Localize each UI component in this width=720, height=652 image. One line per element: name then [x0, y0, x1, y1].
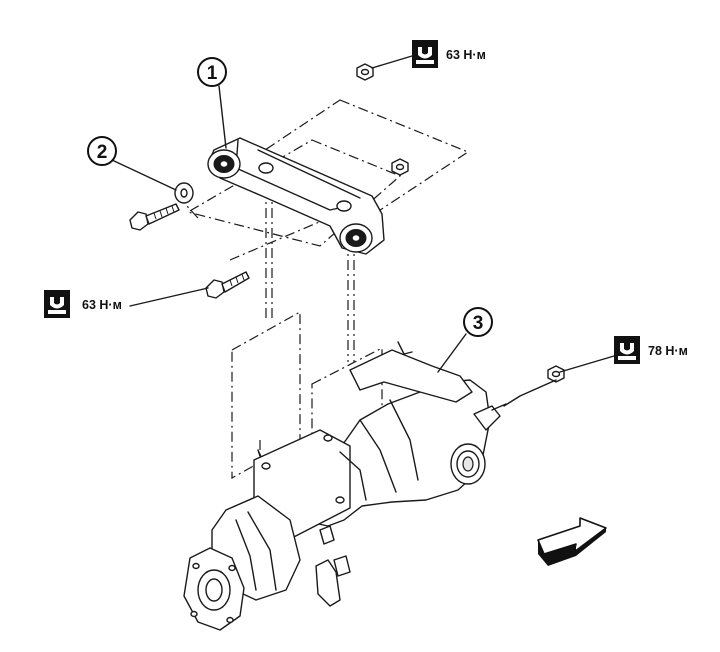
bolt-center — [205, 271, 250, 299]
nut-top-left — [356, 63, 374, 81]
callout-1: 1 — [197, 57, 227, 87]
torque-value-right: 78 Н·м — [648, 344, 688, 358]
torque-wrench-icon — [412, 40, 438, 68]
leader-lines — [111, 55, 615, 407]
torque-spec-right: 78 Н·м — [614, 336, 688, 364]
torque-value-left: 63 Н·м — [82, 298, 122, 312]
torque-spec-left: 63 Н·м — [44, 290, 122, 318]
washer-part-2 — [174, 182, 194, 204]
nut-right — [547, 365, 565, 383]
torque-wrench-icon — [44, 290, 70, 318]
torque-spec-top: 63 Н·м — [412, 40, 486, 68]
callout-1-label: 1 — [207, 63, 218, 84]
front-direction-arrow-icon — [537, 517, 607, 566]
callout-3: 3 — [463, 307, 493, 337]
differential-carrier-part-3 — [183, 341, 507, 631]
bolt-left — [129, 203, 180, 231]
mounting-member-part-1 — [207, 137, 385, 255]
callout-2-label: 2 — [97, 142, 108, 163]
callout-3-label: 3 — [473, 313, 484, 334]
torque-value-top: 63 Н·м — [446, 48, 486, 62]
torque-wrench-icon — [614, 336, 640, 364]
nut-top-right — [391, 158, 409, 176]
callout-2: 2 — [87, 136, 117, 166]
